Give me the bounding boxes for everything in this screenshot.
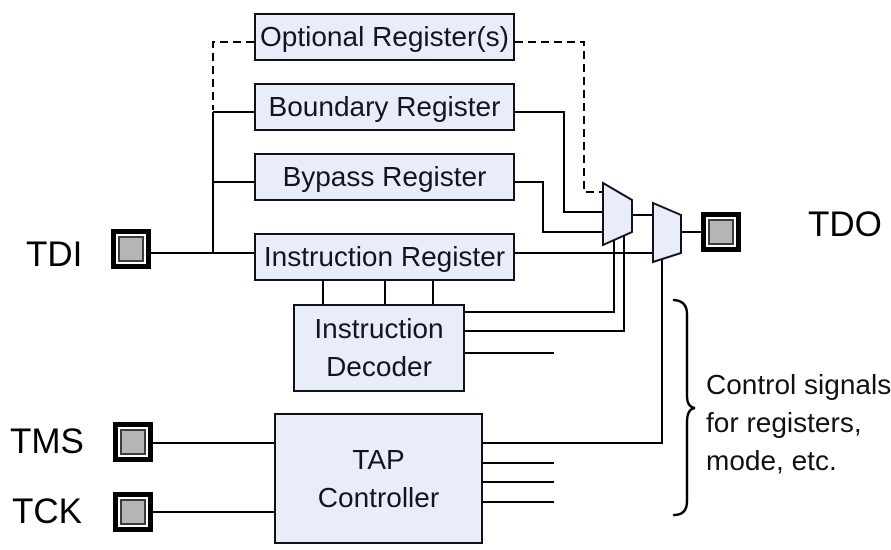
tms-pad-icon bbox=[113, 422, 153, 462]
instruction-decoder-label-line1: Instruction bbox=[314, 313, 444, 344]
instruction-register-box: Instruction Register bbox=[254, 233, 515, 281]
tdo-pad-icon bbox=[701, 212, 741, 252]
tck-pad-core bbox=[120, 499, 146, 525]
tdi-label: TDI bbox=[26, 235, 83, 274]
wire-tap-mux2-select bbox=[483, 257, 663, 444]
tck-pad-icon bbox=[113, 492, 153, 532]
instruction-register-label: Instruction Register bbox=[263, 241, 506, 272]
tdo-pad-core bbox=[708, 219, 734, 245]
wire-boundary-to-mux1 bbox=[515, 111, 603, 213]
tms-label: TMS bbox=[10, 422, 84, 461]
instruction-decoder-box: Instruction Decoder bbox=[293, 304, 465, 392]
wire-decoder-mux1-select-b bbox=[465, 234, 625, 332]
tap-controller-label-line2: Controller bbox=[317, 481, 440, 513]
optional-registers-box: Optional Register(s) bbox=[254, 13, 515, 61]
data-register-mux bbox=[602, 181, 633, 247]
control-signals-brace bbox=[672, 298, 696, 517]
wire-optional-to-mux1-dashed bbox=[515, 41, 602, 193]
bypass-register-label: Bypass Register bbox=[282, 161, 487, 192]
control-signals-annotation: Control signals for registers, mode, etc… bbox=[706, 366, 891, 480]
boundary-register-label: Boundary Register bbox=[268, 91, 501, 122]
optional-registers-label: Optional Register(s) bbox=[260, 21, 509, 52]
tdi-pad-icon bbox=[111, 229, 151, 269]
wire-decoder-mux1-select-a bbox=[465, 238, 615, 313]
tdo-label: TDO bbox=[808, 205, 882, 244]
wire-optional-input-dashed bbox=[212, 41, 254, 110]
tdi-pad-core bbox=[118, 236, 144, 262]
annotation-line-1: Control signals bbox=[706, 369, 891, 400]
tck-label: TCK bbox=[12, 492, 82, 531]
tap-controller-box: TAP Controller bbox=[274, 413, 483, 544]
tap-controller-label-line1: TAP bbox=[352, 443, 405, 475]
instruction-decoder-label-line2: Decoder bbox=[326, 351, 432, 382]
annotation-line-3: mode, etc. bbox=[706, 445, 837, 476]
bypass-register-box: Bypass Register bbox=[254, 153, 515, 201]
annotation-line-2: for registers, bbox=[706, 407, 862, 438]
boundary-register-box: Boundary Register bbox=[254, 83, 515, 131]
tms-pad-core bbox=[120, 429, 146, 455]
output-mux bbox=[652, 201, 682, 264]
wire-bypass-to-mux1 bbox=[515, 181, 603, 233]
